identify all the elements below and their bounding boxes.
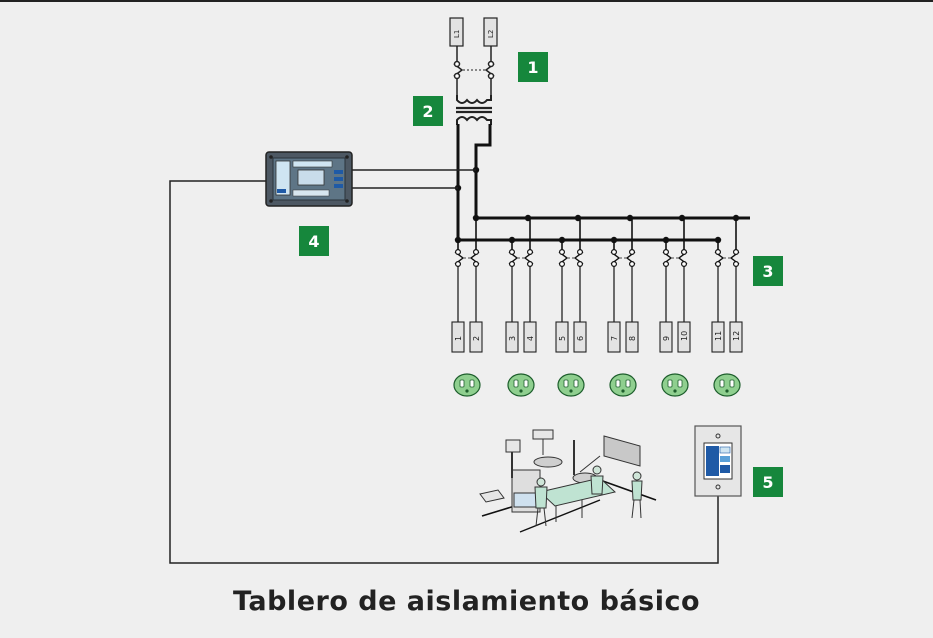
receptacle-icon <box>453 373 481 397</box>
breaker-terminal <box>455 249 462 256</box>
branch-fuse <box>607 321 621 353</box>
breaker-terminal <box>732 261 739 268</box>
breaker-terminal <box>576 249 583 256</box>
receptacle-icon <box>661 373 689 397</box>
receptacle-slot <box>563 379 569 388</box>
breaker-terminal <box>680 249 687 256</box>
circuit-label: 6 <box>576 336 585 341</box>
breaker-terminal <box>662 261 669 268</box>
circuit-label: 11 <box>714 331 723 341</box>
receptacle-slot <box>573 379 579 388</box>
branch-fuse <box>505 321 519 353</box>
circuit-label: 5 <box>558 336 567 341</box>
receptacle-slot <box>459 379 465 388</box>
breaker-terminal <box>526 261 533 268</box>
supply-label-l2: L2 <box>487 30 495 38</box>
breaker-terminal <box>473 249 480 256</box>
breaker-terminal <box>526 249 533 256</box>
receptacle-ground <box>465 389 469 393</box>
badge-3: 3 <box>753 256 783 286</box>
operating-room-illustration <box>479 429 657 533</box>
receptacle-icon <box>557 373 585 397</box>
branch-fuse <box>451 321 465 353</box>
receptacle-slot <box>719 379 725 388</box>
receptacle-ground <box>725 389 729 393</box>
branch-fuse <box>469 321 483 353</box>
breaker-terminal <box>509 261 516 268</box>
breaker-terminal <box>732 249 739 256</box>
breaker-terminal <box>455 261 462 268</box>
receptacle-slot <box>513 379 519 388</box>
circuit-label: 10 <box>680 331 689 341</box>
breaker-terminal <box>473 261 480 268</box>
supply-label-l1: L1 <box>453 30 461 38</box>
line-isolation-monitor <box>265 151 353 207</box>
branch-fuse <box>677 321 691 353</box>
circuit-label: 7 <box>610 336 619 341</box>
breaker-terminal <box>610 249 617 256</box>
branch-fuse <box>729 321 743 353</box>
receptacle-slot <box>625 379 631 388</box>
receptacle-slot <box>667 379 673 388</box>
receptacle-slot <box>469 379 475 388</box>
branch-fuse <box>625 321 639 353</box>
circuit-label: 12 <box>732 331 741 341</box>
breaker-terminal <box>509 249 516 256</box>
circuit-label: 4 <box>526 336 535 341</box>
circuit-label: 3 <box>508 336 517 341</box>
breaker-terminal <box>714 249 721 256</box>
branch-fuse <box>555 321 569 353</box>
branch-circuit: 9 10 <box>659 218 691 397</box>
supply-fuse-l1: L1 <box>449 17 464 47</box>
receptacle-slot <box>677 379 683 388</box>
breaker-terminal <box>680 261 687 268</box>
badge-4: 4 <box>299 226 329 256</box>
breaker-terminal <box>576 261 583 268</box>
monitor-leads <box>169 169 719 564</box>
branch-circuit: 11 12 <box>711 218 743 397</box>
receptacle-icon <box>507 373 535 397</box>
receptacle-icon <box>713 373 741 397</box>
branch-fuse <box>573 321 587 353</box>
receptacle-icon <box>609 373 637 397</box>
branch-fuse <box>523 321 537 353</box>
branch-fuse <box>711 321 725 353</box>
badge-2: 2 <box>413 96 443 126</box>
receptacle-ground <box>621 389 625 393</box>
receptacle-slot <box>729 379 735 388</box>
top-border <box>0 0 933 2</box>
supply-fuse-l2: L2 <box>483 17 498 47</box>
breaker-terminal <box>714 261 721 268</box>
secondary-wiring <box>456 124 750 242</box>
circuit-label: 9 <box>662 336 671 341</box>
bus-junctions <box>454 166 740 244</box>
breaker-terminal <box>610 261 617 268</box>
main-breaker <box>453 46 495 95</box>
circuit-label: 8 <box>628 336 637 341</box>
breaker-terminal <box>628 249 635 256</box>
isolation-transformer <box>456 95 492 125</box>
breaker-terminal <box>662 249 669 256</box>
receptacle-ground <box>569 389 573 393</box>
diagram-title: Tablero de aislamiento básico <box>232 586 701 617</box>
receptacle-slot <box>523 379 529 388</box>
badge-1: 1 <box>518 52 548 82</box>
receptacle-ground <box>519 389 523 393</box>
breaker-terminal <box>628 261 635 268</box>
breaker-terminal <box>558 261 565 268</box>
badge-5: 5 <box>753 467 783 497</box>
circuit-label: 1 <box>454 336 463 341</box>
circuit-label: 2 <box>472 336 481 341</box>
receptacle-ground <box>673 389 677 393</box>
remote-alarm-indicator <box>694 425 742 497</box>
receptacle-slot <box>615 379 621 388</box>
breaker-terminal <box>558 249 565 256</box>
branch-fuse <box>659 321 673 353</box>
